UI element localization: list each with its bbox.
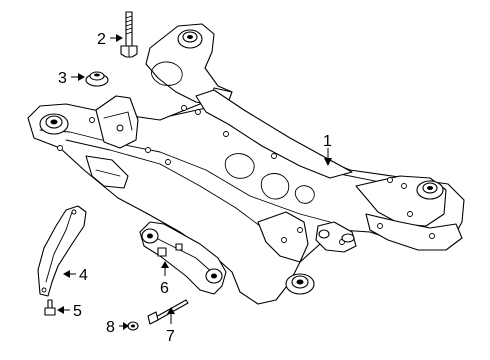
- callout-8: 8: [106, 319, 129, 336]
- callout-2-label: 2: [97, 31, 106, 48]
- mount-front-left: [39, 113, 69, 135]
- callout-6: 6: [160, 261, 169, 297]
- subframe-crossmember: [27, 23, 465, 305]
- mount-right-bracket: [318, 229, 355, 243]
- callout-4-label: 4: [79, 267, 88, 284]
- callout-5: 5: [57, 303, 82, 320]
- callout-3: 3: [58, 70, 85, 87]
- long-bolt: [147, 299, 189, 325]
- callout-1: 1: [323, 133, 332, 166]
- callout-8-label: 8: [106, 319, 115, 336]
- callout-6-label: 6: [160, 280, 169, 297]
- lateral-link: [139, 221, 227, 295]
- callout-5-label: 5: [73, 303, 82, 320]
- callout-7-label: 7: [166, 328, 175, 345]
- mount-rear-left: [177, 29, 203, 49]
- side-bracket: [37, 205, 87, 297]
- nut: [127, 321, 139, 331]
- mount-rear-right: [416, 180, 444, 200]
- stopper-washer: [85, 71, 109, 87]
- callout-4: 4: [63, 267, 88, 284]
- callout-3-label: 3: [58, 70, 67, 87]
- mount-front-right: [285, 273, 315, 295]
- callout-2: 2: [97, 31, 123, 48]
- callout-7: 7: [166, 307, 175, 345]
- small-bolt: [44, 299, 56, 316]
- callout-1-label: 1: [323, 133, 332, 150]
- mounting-bolt: [120, 11, 138, 58]
